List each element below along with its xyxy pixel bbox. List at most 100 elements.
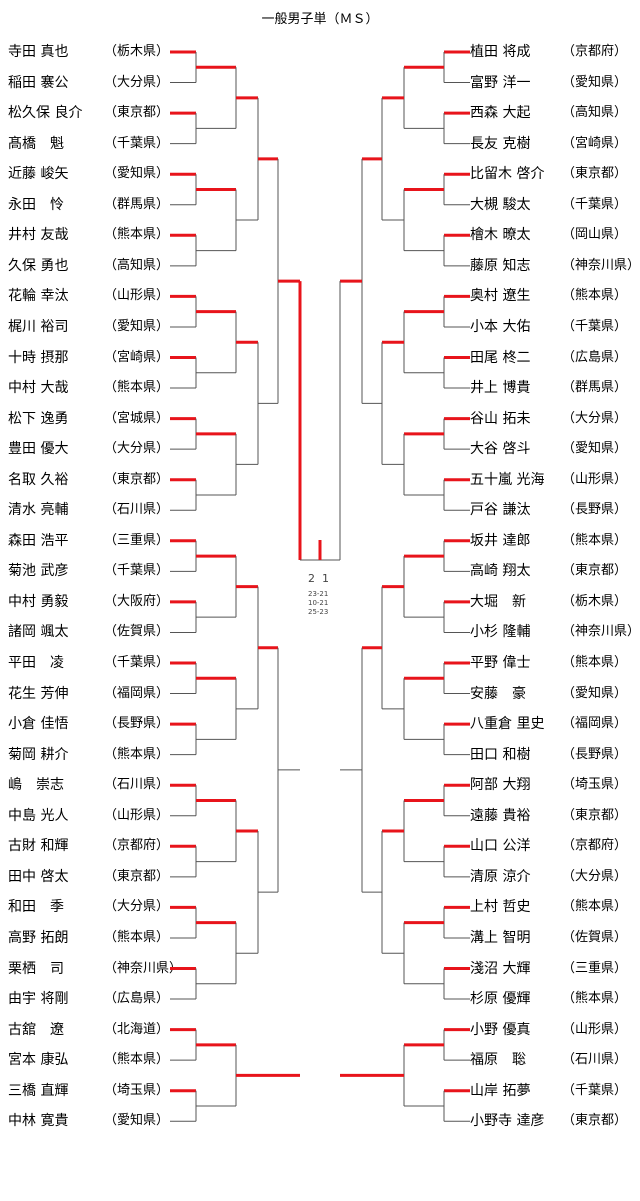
- player-name: 西森 大起: [470, 105, 531, 122]
- final-set-score: 23-21: [308, 590, 328, 598]
- player-prefecture: （千葉県）: [562, 318, 628, 334]
- player-name: 山岸 拓夢: [470, 1082, 531, 1099]
- player-name: 大谷 啓斗: [470, 441, 531, 458]
- player-name: 奥村 遼生: [470, 288, 531, 305]
- player-prefecture: （宮崎県）: [562, 135, 628, 151]
- player-prefecture: （愛知県）: [104, 318, 170, 334]
- player-name: 寺田 真也: [8, 44, 69, 60]
- player-name: 諸岡 颯太: [8, 624, 69, 641]
- final-right-score: 1: [322, 572, 329, 585]
- player-name: 檜木 暸太: [470, 227, 531, 244]
- player-prefecture: （長野県）: [562, 502, 628, 518]
- player-prefecture: （高知県）: [104, 257, 170, 273]
- player-prefecture: （大分県）: [562, 868, 628, 884]
- player-prefecture: （栃木県）: [104, 44, 170, 59]
- player-name: 戸谷 謙汰: [470, 502, 531, 519]
- player-prefecture: （三重県）: [562, 960, 628, 976]
- player-prefecture: （山形県）: [562, 471, 628, 487]
- player-name: 古財 和輝: [8, 838, 69, 855]
- player-name: 髙橋 魁: [8, 135, 64, 152]
- player-prefecture: （熊本県）: [104, 1052, 170, 1068]
- player-name: 谷山 拓未: [470, 410, 531, 427]
- player-prefecture: （熊本県）: [562, 899, 628, 915]
- player-name: 坂井 達郎: [470, 532, 531, 549]
- player-prefecture: （宮崎県）: [104, 349, 170, 365]
- player-prefecture: （熊本県）: [104, 746, 170, 762]
- player-name: 比留木 啓介: [470, 166, 545, 183]
- player-prefecture: （東京都）: [104, 471, 170, 487]
- player-prefecture: （長野県）: [562, 746, 628, 762]
- player-name: 中村 大哉: [8, 380, 69, 397]
- player-prefecture: （東京都）: [104, 105, 170, 121]
- player-name: 田尾 柊二: [470, 349, 531, 366]
- player-name: 栗栖 司: [8, 960, 64, 977]
- player-prefecture: （栃木県）: [562, 593, 628, 609]
- player-prefecture: （熊本県）: [562, 532, 628, 548]
- player-prefecture: （大分県）: [104, 441, 170, 457]
- player-name: 中村 勇毅: [8, 593, 69, 610]
- player-prefecture: （東京都）: [562, 166, 628, 182]
- player-prefecture: （愛知県）: [104, 1113, 170, 1129]
- player-name: 松久保 良介: [8, 105, 83, 122]
- player-name: 小野 優真: [470, 1021, 531, 1038]
- player-name: 由宇 将剛: [8, 991, 69, 1008]
- player-prefecture: （岡山県）: [562, 227, 628, 243]
- player-name: 阿部 大翔: [470, 777, 531, 794]
- player-prefecture: （大分県）: [104, 899, 170, 915]
- player-prefecture: （大阪府）: [104, 593, 170, 609]
- player-prefecture: （山形県）: [104, 807, 170, 823]
- player-name: 豊田 優大: [8, 441, 69, 458]
- page-title: 一般男子単（ＭＳ）: [261, 12, 379, 27]
- player-name: 遠藤 貴裕: [470, 807, 531, 824]
- player-prefecture: （京都府）: [562, 44, 628, 59]
- player-prefecture: （熊本県）: [104, 227, 170, 243]
- player-prefecture: （石川県）: [104, 777, 170, 793]
- player-name: 森田 浩平: [8, 532, 69, 549]
- player-prefecture: （群馬県）: [104, 196, 170, 212]
- player-name: 稲田 褰公: [8, 74, 69, 91]
- player-name: 中島 光人: [8, 807, 69, 824]
- player-name: 上村 哲史: [470, 899, 531, 916]
- player-prefecture: （熊本県）: [562, 991, 628, 1007]
- player-prefecture: （長野県）: [104, 716, 170, 732]
- player-name: 近藤 峻矢: [8, 166, 69, 183]
- player-name: 植田 将成: [470, 44, 531, 60]
- player-name: 十時 摂那: [8, 349, 69, 366]
- player-prefecture: （熊本県）: [562, 288, 628, 304]
- player-name: 田中 啓太: [8, 868, 69, 885]
- final-set-score: 25-23: [308, 608, 328, 616]
- player-prefecture: （京都府）: [562, 838, 628, 854]
- player-prefecture: （愛知県）: [562, 74, 628, 90]
- player-prefecture: （広島県）: [104, 991, 170, 1007]
- player-name: 嶋 崇志: [8, 777, 64, 794]
- player-prefecture: （埼玉県）: [104, 1082, 170, 1098]
- player-prefecture: （石川県）: [104, 502, 170, 518]
- player-name: 古舘 遼: [8, 1021, 64, 1038]
- player-prefecture: （高知県）: [562, 105, 628, 121]
- player-name: 梶川 裕司: [8, 318, 69, 335]
- player-name: 花生 芳伸: [8, 685, 69, 702]
- player-name: 平田 凌: [8, 655, 64, 671]
- player-name: 久保 勇也: [8, 257, 69, 274]
- player-prefecture: （愛知県）: [104, 166, 170, 182]
- player-name: 永田 怜: [8, 196, 64, 213]
- player-prefecture: （山形県）: [562, 1021, 628, 1037]
- player-name: 淺沼 大輝: [470, 960, 531, 977]
- player-name: 八重倉 里史: [470, 716, 545, 733]
- player-prefecture: （熊本県）: [562, 655, 628, 670]
- player-name: 松下 逸勇: [8, 410, 69, 427]
- player-name: 平野 偉士: [470, 655, 531, 671]
- player-prefecture: （神奈川県）: [104, 960, 183, 976]
- player-prefecture: （東京都）: [562, 563, 628, 579]
- final-set-score: 10-21: [308, 599, 328, 607]
- player-prefecture: （愛知県）: [562, 441, 628, 457]
- player-name: 清原 涼介: [470, 868, 531, 885]
- player-name: 中林 寛貴: [8, 1113, 69, 1130]
- player-name: 菊岡 耕介: [8, 746, 69, 763]
- player-name: 高野 拓朗: [8, 929, 69, 946]
- player-name: 和田 季: [8, 899, 64, 916]
- player-prefecture: （石川県）: [562, 1052, 628, 1068]
- player-prefecture: （東京都）: [104, 868, 170, 884]
- player-prefecture: （三重県）: [104, 532, 170, 548]
- player-prefecture: （大分県）: [104, 74, 170, 90]
